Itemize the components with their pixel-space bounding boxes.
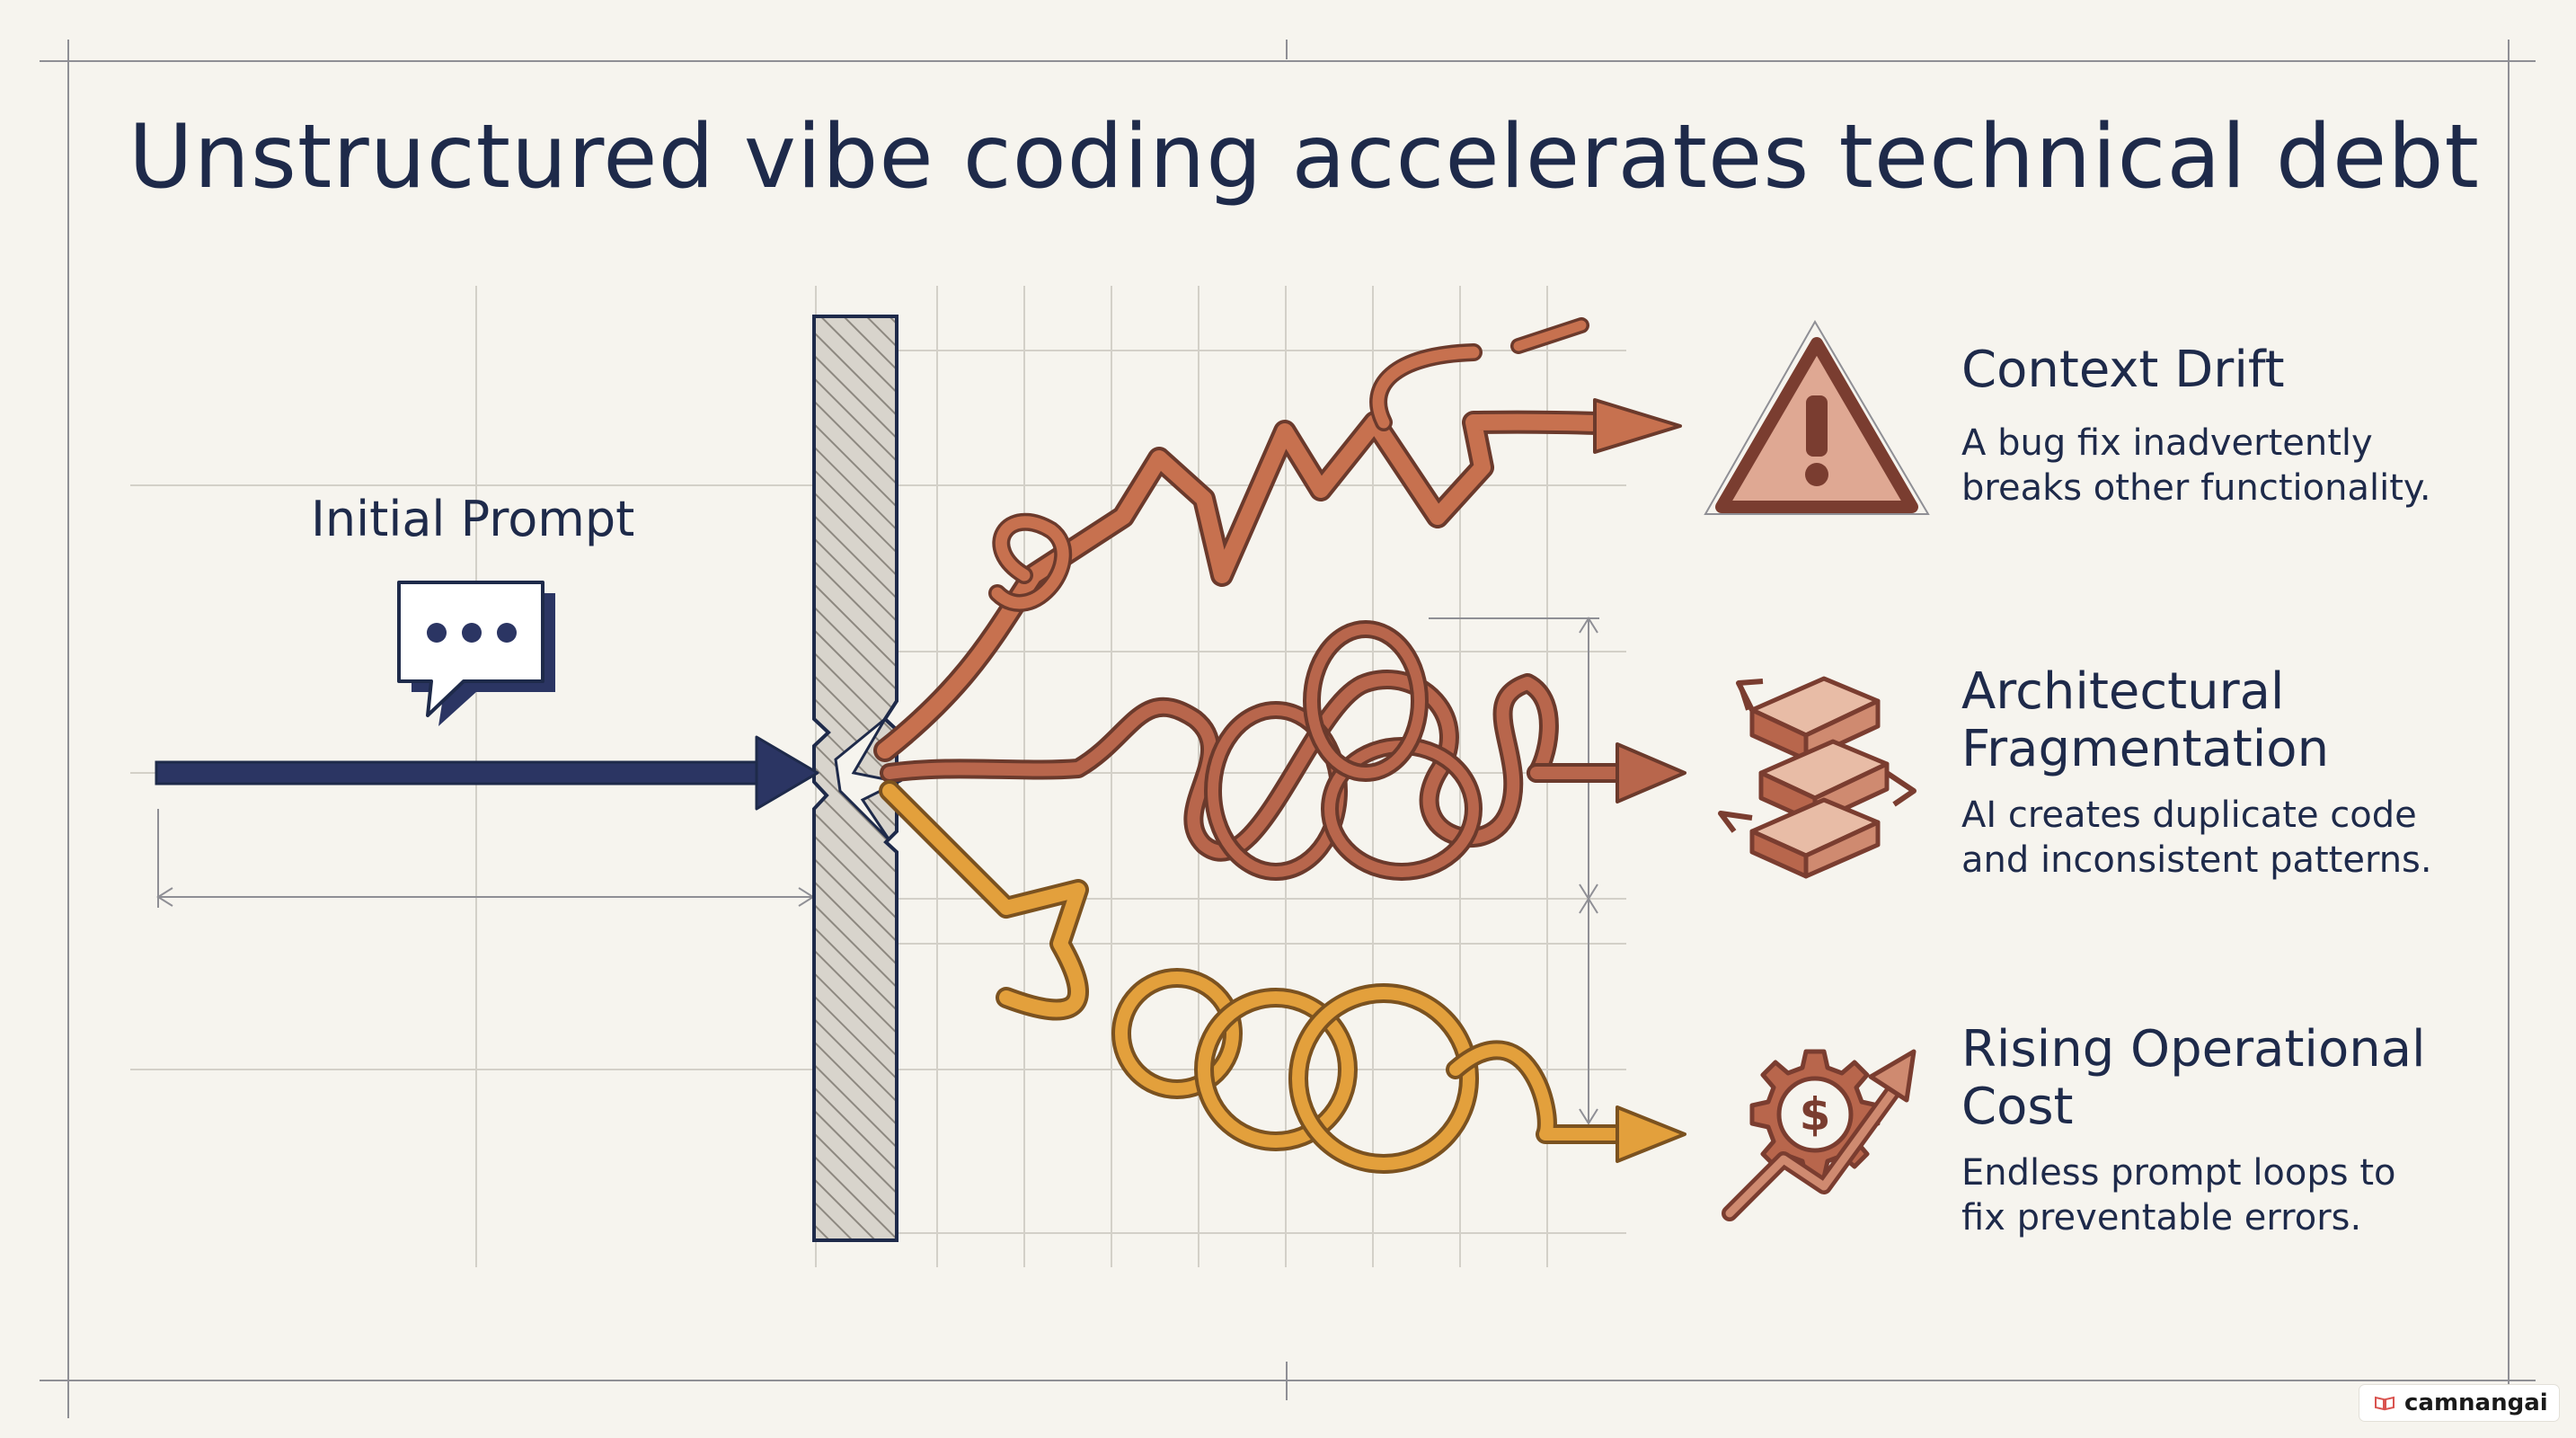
fragmentation-path: [880, 620, 1686, 881]
rising-operational-cost-desc-line-1: Endless prompt loops to: [1961, 1152, 2396, 1194]
architectural-fragmentation-title: Architectural Fragmentation: [1961, 663, 2329, 778]
book-icon: [2375, 1396, 2395, 1411]
frame: [40, 40, 2536, 1418]
rising-operational-cost-description: Endless prompt loops to fix preventable …: [1961, 1150, 2395, 1240]
context-drift-description: A bug fix inadvertently breaks other fun…: [1961, 421, 2431, 510]
architectural-fragmentation-title-line-2: Fragmentation: [1961, 720, 2330, 778]
context-drift-path: [873, 317, 1682, 762]
watermark-badge[interactable]: camnangai: [2359, 1385, 2559, 1421]
page-title: Unstructured vibe coding accelerates tec…: [128, 106, 2480, 209]
context-drift-title-line: Context Drift: [1961, 341, 2285, 399]
dollar-gear-icon: $: [1722, 1049, 1917, 1221]
context-drift-desc-line-2: breaks other functionality.: [1961, 467, 2431, 509]
architectural-fragmentation-desc-line-1: AI creates duplicate code: [1961, 794, 2417, 836]
initial-prompt-label: Initial Prompt: [311, 491, 635, 547]
warning-triangle-icon: [1704, 320, 1930, 515]
watermark-text: camnangai: [2404, 1389, 2548, 1416]
operational-cost-path: [879, 780, 1686, 1174]
architectural-fragmentation-description: AI creates duplicate code and inconsiste…: [1961, 793, 2432, 883]
rising-operational-cost-desc-line-2: fix preventable errors.: [1961, 1197, 2362, 1238]
initial-prompt-arrow: [155, 735, 819, 811]
architectural-fragmentation-title-line-1: Architectural: [1961, 662, 2285, 721]
rising-operational-cost-title-line-2: Cost: [1961, 1078, 2074, 1136]
context-drift-desc-line-1: A bug fix inadvertently: [1961, 422, 2373, 464]
svg-text:$: $: [1800, 1088, 1831, 1141]
chat-bubble-icon: [397, 581, 555, 726]
rising-operational-cost-title: Rising Operational Cost: [1961, 1021, 2426, 1136]
fragmented-blocks-icon: [1718, 676, 1917, 879]
rising-operational-cost-title-line-1: Rising Operational: [1961, 1020, 2426, 1078]
context-drift-title: Context Drift: [1961, 342, 2285, 399]
dimension-lines: [156, 617, 1599, 1125]
architectural-fragmentation-desc-line-2: and inconsistent patterns.: [1961, 839, 2432, 881]
